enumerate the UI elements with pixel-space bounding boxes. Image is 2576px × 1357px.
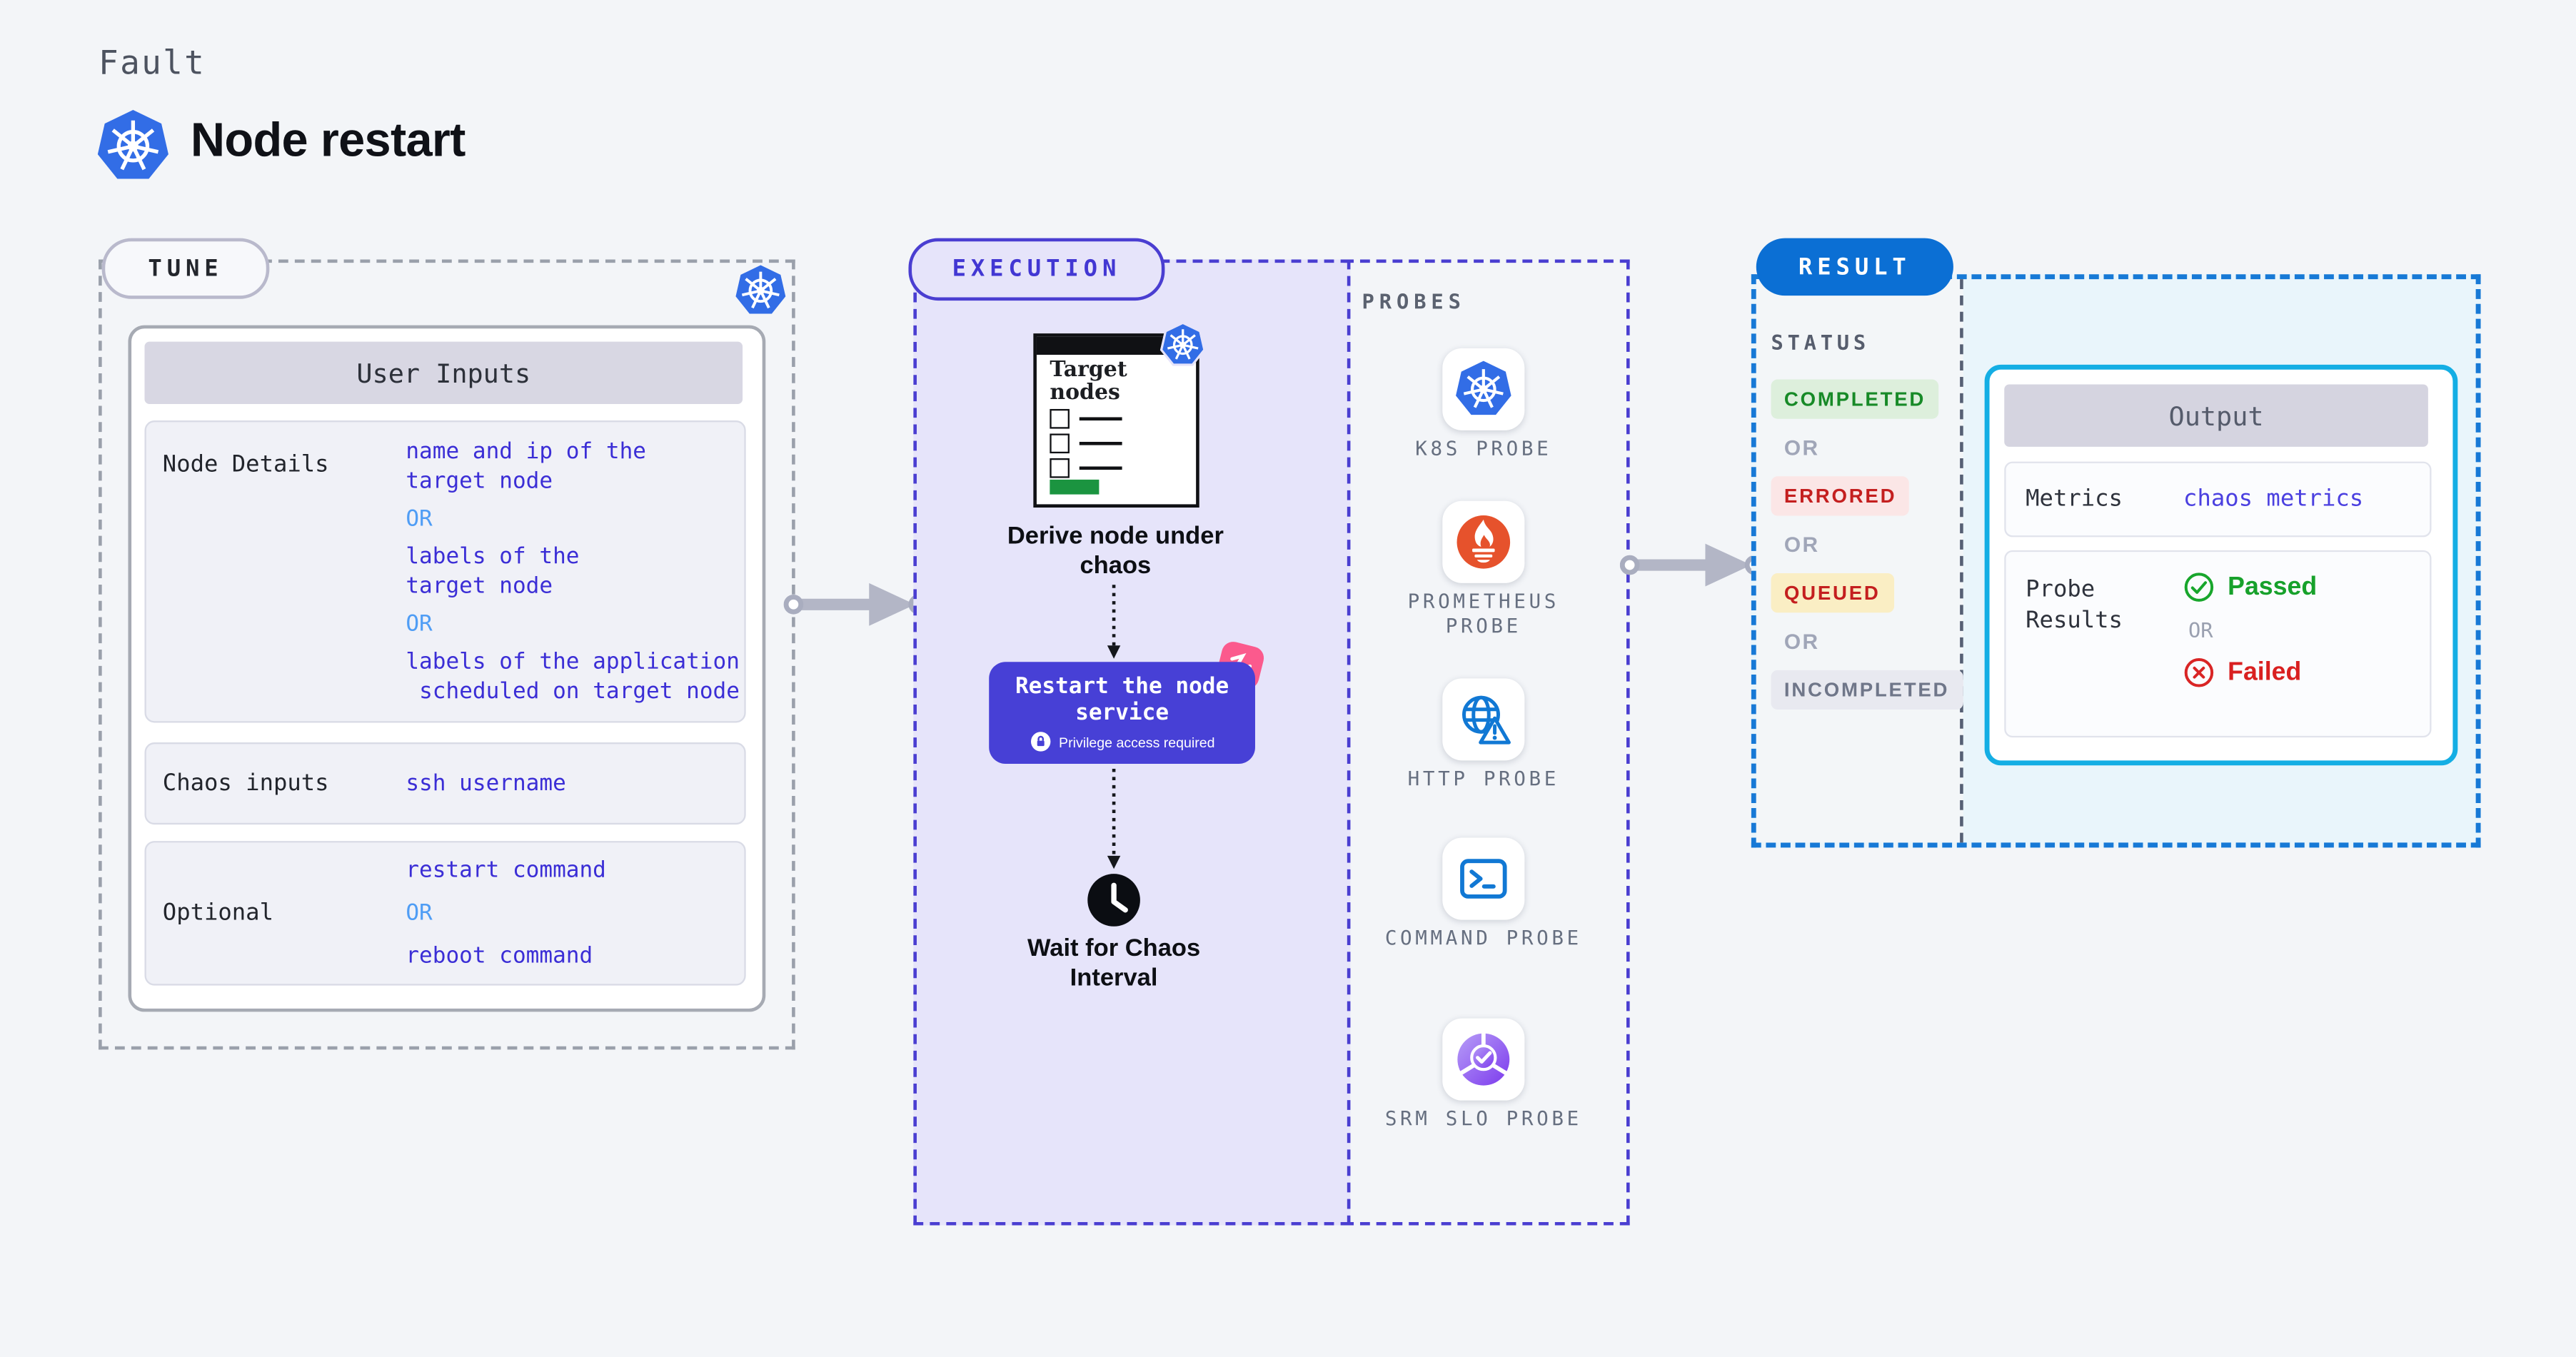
checkbox-row [1050, 433, 1122, 454]
flow-arrow-tune-to-execution [783, 582, 929, 627]
prometheus-icon [1456, 515, 1511, 569]
lock-icon [1030, 732, 1050, 752]
line-placeholder [1079, 441, 1122, 445]
input-value: labels of the target node [406, 543, 580, 600]
probe-label: K8S PROBE [1415, 437, 1552, 460]
result-pill: RESULT [1756, 238, 1953, 296]
passed-label: Passed [2228, 572, 2318, 601]
kubernetes-icon [95, 109, 171, 191]
restart-step-title: Restart the node service [1015, 673, 1229, 727]
kubernetes-icon [1159, 321, 1206, 375]
or-separator: OR [1783, 532, 1820, 558]
or-separator: OR [406, 610, 433, 637]
status-list: COMPLETED OR ERRORED OR QUEUED OR INCOMP… [1771, 379, 1963, 710]
clock-icon [1086, 872, 1142, 934]
output-header: Output [2004, 384, 2428, 447]
line-placeholder [1079, 466, 1122, 470]
target-nodes-title: Target nodes [1050, 358, 1127, 406]
http-globe-icon [1461, 695, 1511, 745]
status-column [1756, 279, 1963, 843]
or-separator: OR [1783, 435, 1820, 460]
input-value: restart command [406, 857, 606, 884]
input-value: labels of the application scheduled on t… [406, 648, 740, 705]
failed-state: Failed [2183, 657, 2301, 688]
checkbox-row [1050, 458, 1122, 478]
srm-slo-icon [1457, 1031, 1510, 1086]
privilege-access-label: Privilege access required [1059, 733, 1215, 750]
metrics-label: Metrics [2026, 485, 2123, 512]
check-circle-icon [2184, 572, 2214, 602]
user-inputs-header: User Inputs [144, 341, 743, 405]
probes-heading: PROBES [1362, 288, 1466, 314]
progress-bar [1050, 479, 1100, 495]
or-separator: OR [2188, 617, 2213, 642]
x-circle-icon [2184, 658, 2214, 687]
status-badge: ERRORED [1771, 476, 1910, 516]
probe-label: HTTP PROBE [1407, 767, 1559, 790]
privilege-access-note: Privilege access required [1030, 731, 1215, 752]
node-details-row: Node Details name and ip of the target n… [144, 420, 746, 723]
input-value: reboot command [406, 942, 593, 969]
flow-arrow-probes-to-result [1619, 542, 1765, 587]
chaos-inputs-row: Chaos inputs ssh username [144, 742, 746, 825]
probe-results-values: Passed OR Failed [2183, 552, 2317, 736]
probe-label: COMMAND PROBE [1384, 926, 1582, 949]
command-terminal-icon [1460, 859, 1507, 899]
or-separator: OR [406, 899, 433, 927]
derive-node-caption: Derive node under chaos [1007, 522, 1224, 580]
failed-label: Failed [2228, 657, 2302, 686]
metrics-row: Metrics chaos metrics [2004, 461, 2432, 538]
row-values: name and ip of the target node OR labels… [406, 422, 744, 721]
line-placeholder [1079, 417, 1122, 421]
input-value: name and ip of the target node [406, 438, 647, 495]
checkbox-icon [1050, 408, 1070, 429]
kubernetes-icon [733, 262, 788, 325]
k8s-probe-tile [1442, 348, 1525, 430]
row-values: ssh username [406, 769, 744, 798]
page-title: Node restart [190, 115, 466, 168]
optional-row: Optional restart command OR reboot comma… [144, 841, 746, 986]
row-label: Node Details [162, 451, 329, 478]
wait-chaos-caption: Wait for Chaos Interval [1027, 934, 1201, 992]
srm-slo-probe-tile [1442, 1018, 1525, 1101]
http-probe-tile [1442, 678, 1525, 761]
probe-label: PROMETHEUS PROBE [1407, 590, 1559, 637]
checkbox-row [1050, 408, 1122, 429]
dotted-arrow-down-icon [1106, 768, 1122, 877]
checkbox-icon [1050, 433, 1070, 454]
prometheus-probe-tile [1442, 500, 1525, 583]
probe-label: SRM SLO PROBE [1384, 1106, 1582, 1131]
restart-node-service-step: Restart the node service Privilege acces… [989, 662, 1255, 764]
tune-section [99, 259, 795, 1050]
checkbox-icon [1050, 458, 1070, 478]
row-values: restart command OR reboot command [406, 856, 744, 971]
probes-section [1344, 259, 1630, 1226]
output-card: Output Metrics chaos metrics Probe Resul… [1984, 364, 2458, 766]
input-value: ssh username [406, 770, 566, 797]
row-label: Optional [162, 899, 273, 927]
probe-results-row: Probe Results Passed OR Faile [2004, 550, 2432, 738]
probe-results-label: Probe Results [2026, 576, 2123, 635]
status-badge: COMPLETED [1771, 379, 1939, 419]
command-probe-tile [1442, 837, 1525, 920]
row-label: Chaos inputs [162, 770, 329, 797]
kubernetes-icon [1456, 360, 1511, 415]
execution-pill: EXECUTION [908, 238, 1165, 301]
status-heading: STATUS [1771, 330, 1870, 355]
fault-kicker: Fault [99, 42, 206, 83]
metrics-value: chaos metrics [2183, 486, 2364, 513]
dotted-arrow-down-icon [1106, 585, 1122, 667]
or-separator: OR [1783, 629, 1820, 654]
passed-state: Passed [2183, 572, 2317, 603]
status-badge: QUEUED [1771, 573, 1894, 613]
tune-pill: TUNE [101, 238, 270, 299]
or-separator: OR [406, 505, 433, 533]
status-badge: INCOMPLETED [1771, 670, 1963, 710]
